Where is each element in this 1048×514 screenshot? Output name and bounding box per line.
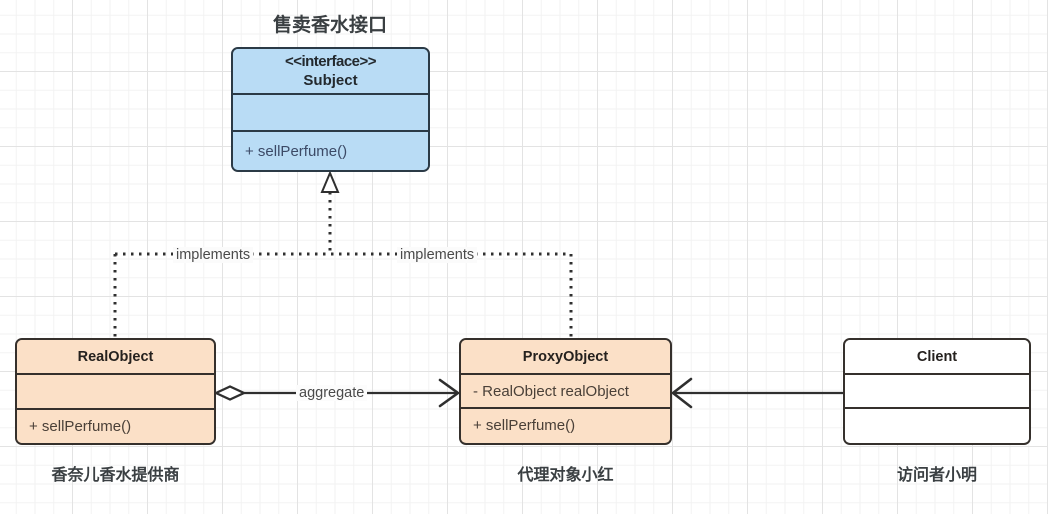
edge-label-aggregate: aggregate — [296, 385, 368, 401]
real-object-method-0: + sellPerfume() — [29, 418, 132, 435]
class-box-client[interactable]: Client — [843, 338, 1031, 445]
subject-methods-compartment: + sellPerfume() — [233, 130, 428, 170]
subject-stereotype: <<interface>> — [284, 52, 377, 70]
proxy-object-attribute-0: - RealObject realObject — [473, 382, 629, 400]
proxy-object-title-compartment: ProxyObject — [461, 340, 670, 373]
diagram-title: 售卖香水接口 — [272, 15, 387, 36]
edge-label-implements-right: implements — [397, 247, 478, 263]
subject-method-0: + sellPerfume() — [245, 142, 348, 160]
client-title-compartment: Client — [845, 340, 1029, 373]
client-connector-group — [670, 377, 843, 409]
client-class-name: Client — [916, 348, 958, 365]
real-object-attributes-compartment — [17, 373, 214, 408]
caption-client: 访问者小明 — [896, 467, 977, 484]
subject-attributes-compartment — [233, 92, 428, 131]
aggregate-open-arrowhead — [438, 378, 461, 408]
class-box-real-object[interactable]: RealObject + sellPerfume() — [15, 338, 216, 445]
class-box-proxy-object[interactable]: ProxyObject - RealObject realObject + se… — [459, 338, 672, 445]
hollow-diamond-marker — [213, 385, 247, 401]
real-object-class-name: RealObject — [77, 348, 154, 365]
real-object-methods-compartment: + sellPerfume() — [17, 408, 214, 443]
class-box-subject[interactable]: <<interface>> Subject + sellPerfume() — [231, 47, 430, 172]
proxy-object-attributes-compartment: - RealObject realObject — [461, 373, 670, 407]
client-methods-compartment — [845, 407, 1029, 442]
proxy-object-method-0: + sellPerfume() — [473, 417, 576, 434]
edge-label-implements-left: implements — [173, 247, 254, 263]
proxy-object-methods-compartment: + sellPerfume() — [461, 407, 670, 442]
caption-proxy-object: 代理对象小红 — [517, 467, 614, 484]
real-object-title-compartment: RealObject — [17, 340, 214, 373]
subject-class-name: Subject — [303, 71, 358, 89]
caption-real-object: 香奈儿香水提供商 — [51, 467, 180, 484]
client-attributes-compartment — [845, 373, 1029, 407]
client-open-arrowhead — [670, 377, 693, 409]
proxy-object-class-name: ProxyObject — [522, 348, 609, 365]
hollow-triangle-arrowhead — [320, 170, 340, 193]
subject-title-compartment: <<interface>> Subject — [233, 49, 428, 93]
